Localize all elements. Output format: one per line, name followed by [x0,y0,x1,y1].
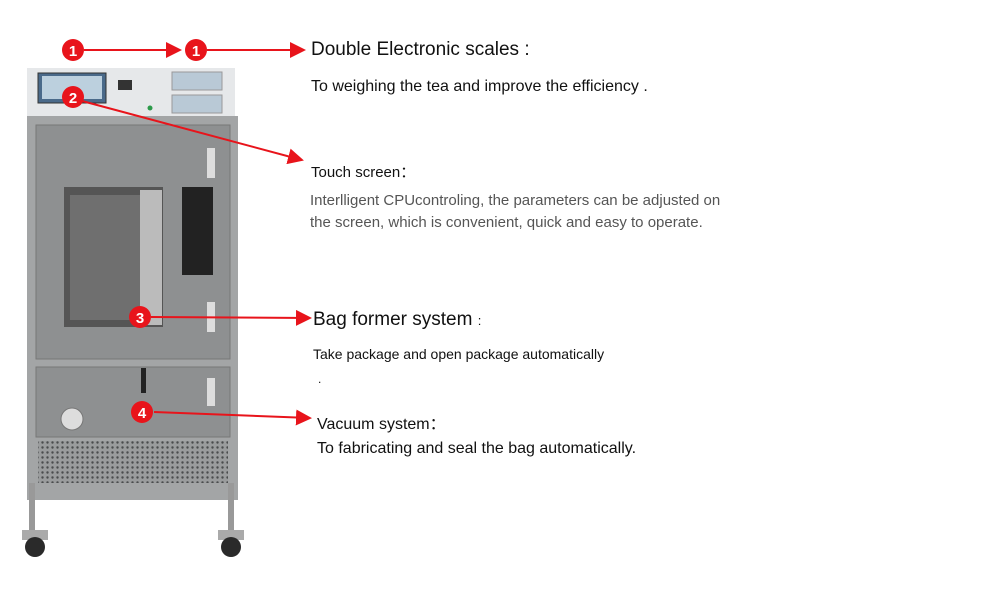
callout-3-description: Take package and open package automatica… [313,346,605,362]
callout-3-title: Bag former system : [313,309,481,331]
arrow-4 [153,409,312,426]
handle [207,148,215,178]
callout-4-description: To fabricating and seal the bag automati… [317,440,637,457]
vacuum-gauge [60,407,84,431]
callout-arrows [81,42,312,426]
callout-1-title: Double Electronic scales : [311,39,530,60]
callout-badge-2 [62,86,84,108]
callout-3-title-colon: : [477,313,482,328]
callout-badge-1b [185,39,207,61]
callout-badge-4 [131,401,153,423]
callout-badge-1 [62,39,84,61]
callout-2-description-line-1: Interlligent CPUcontroling, the paramete… [310,192,721,209]
wheel-left [25,537,45,557]
scale-display-2 [171,94,223,114]
callout-4-title: Vacuum system： [317,416,446,433]
callout-3-extra: . [318,372,322,386]
svg-text:3: 3 [136,310,144,327]
side-window [182,187,213,275]
callout-2-description-line-2: the screen, which is convenient, quick a… [310,214,703,231]
callout-1-description: To weighing the tea and improve the effi… [311,78,648,95]
svg-text:2: 2 [69,90,77,107]
callout-2-title: Touch screen： [311,164,416,181]
svg-text:1: 1 [69,43,77,60]
svg-text:1: 1 [192,43,200,60]
power-switch [118,80,132,90]
arrow-3 [150,309,312,326]
scale-display-1 [171,71,223,91]
wheel-right [221,537,241,557]
svg-text:4: 4 [138,405,147,422]
callout-3-title-text: Bag former system [313,309,473,330]
arrow-2 [81,100,304,165]
mesh-panel [38,441,228,483]
callout-badge-3 [129,306,151,328]
